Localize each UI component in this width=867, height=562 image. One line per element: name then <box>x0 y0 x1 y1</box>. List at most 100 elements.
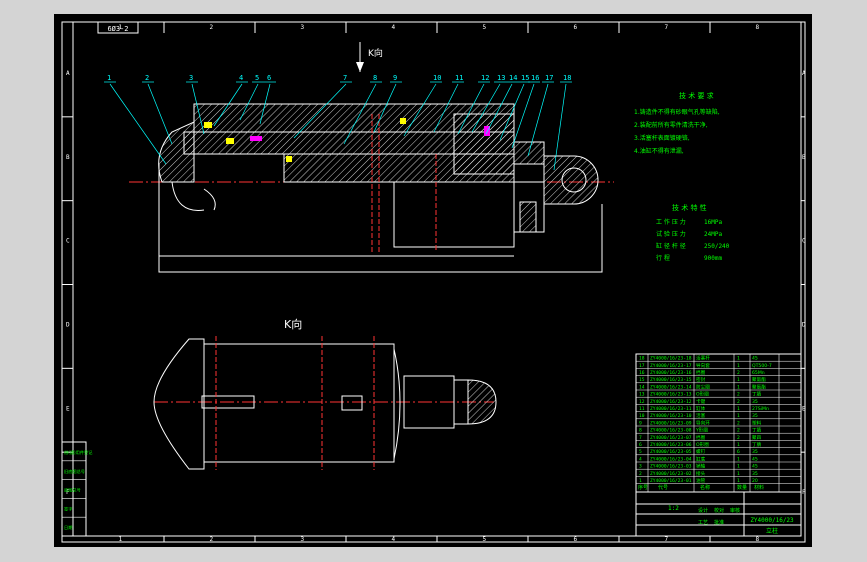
border-label-right: A <box>802 70 806 77</box>
record-label: 底图总号 <box>64 487 81 494</box>
bom-qty: 1 <box>737 471 740 477</box>
border-label-left: B <box>66 154 70 161</box>
balloon-number: 1 <box>107 74 111 82</box>
balloon-number: 17 <box>545 74 553 82</box>
record-label: 签字 <box>64 505 72 511</box>
bom-item-no: 2 <box>639 471 642 477</box>
bom-item-no: 11 <box>639 406 645 412</box>
corner-code: 6Ø3-2 <box>107 25 128 33</box>
bom-item-no: 3 <box>639 464 642 470</box>
bom-qty: 1 <box>737 478 740 484</box>
border-label-top: 5 <box>483 24 487 31</box>
bom-qty: 1 <box>737 406 740 412</box>
bom-header: 数量 <box>737 484 747 491</box>
bom-item-no: 18 <box>639 356 645 362</box>
bom-item-no: 4 <box>639 456 642 462</box>
spec-label: 试 验 压 力 <box>656 230 686 238</box>
border-label-right: C <box>802 238 806 245</box>
part-name: 立柱 <box>766 527 778 535</box>
k-port-block <box>341 395 363 411</box>
bom-code: ZY4000/16/23-13 <box>650 392 692 398</box>
balloon-number: 14 <box>509 74 517 82</box>
balloon-leader <box>109 83 167 165</box>
bom-name: 油管 <box>696 477 706 484</box>
spec-value: 24MPa <box>704 231 722 238</box>
title-row-label: 工艺 <box>698 520 708 526</box>
bom-name: 缸底 <box>696 455 706 462</box>
border-label-left: F <box>66 489 70 496</box>
gland <box>453 113 515 175</box>
base-hook <box>171 181 205 211</box>
bom-material: 20 <box>752 478 758 484</box>
border-label-bottom: 2 <box>210 536 214 543</box>
record-label: 借(通)用件登记 <box>64 449 93 456</box>
balloon-number: 11 <box>455 74 463 82</box>
border-label-left: C <box>66 238 70 245</box>
tech-req-line: 2.装配前所有零件清洗干净, <box>634 121 708 129</box>
bom-name: 导向环 <box>696 419 710 426</box>
tech-req-line: 1.铸造件不得有砂眼气孔等缺陷, <box>634 108 720 116</box>
title-row-label: 校对 <box>714 507 724 514</box>
balloon-number: 5 <box>255 74 259 82</box>
bom-name: 接头 <box>696 470 706 477</box>
clevis-pin-hole <box>561 167 587 193</box>
bom-item-no: 10 <box>639 413 645 419</box>
bom-code: ZY4000/16/23-01 <box>650 478 692 484</box>
bom-code: ZY4000/16/23-14 <box>650 384 692 390</box>
spec-label: 缸 径 杆 径 <box>656 242 686 250</box>
record-label: 日期 <box>64 525 72 531</box>
bom-code: ZY4000/16/23-18 <box>650 356 692 362</box>
bom-material: QT500-7 <box>752 363 772 369</box>
balloon-number: 15 <box>521 74 529 82</box>
border-label-top: 7 <box>665 24 669 31</box>
bom-name: 卡键 <box>696 398 706 405</box>
bom-item-no: 6 <box>639 442 642 448</box>
valve-block <box>519 201 537 233</box>
border-label-bottom: 8 <box>756 536 760 543</box>
border-label-bottom: 1 <box>119 536 123 543</box>
bom-item-no: 5 <box>639 449 642 455</box>
balloon-leader <box>527 83 549 157</box>
tech-req-title: 技 术 要 求 <box>679 91 714 100</box>
bom-qty: 2 <box>737 420 740 426</box>
balloon-number: 6 <box>267 74 271 82</box>
bom-name: Y形圈 <box>695 427 708 434</box>
border-label-top: 1 <box>119 24 123 31</box>
bom-qty: 1 <box>737 356 740 362</box>
balloon-leader <box>373 83 397 133</box>
k-base-end <box>153 338 205 470</box>
border-label-bottom: 7 <box>665 536 669 543</box>
balloon-leader <box>511 83 535 149</box>
border-label-bottom: 3 <box>301 536 305 543</box>
bom-item-no: 1 <box>639 478 642 484</box>
bom-name: 销轴 <box>696 463 706 470</box>
balloon-number: 3 <box>189 74 193 82</box>
base-hook-inner <box>203 188 216 211</box>
balloon-leader <box>343 83 377 145</box>
bom-code: ZY4000/16/23-03 <box>650 464 692 470</box>
border-label-top: 3 <box>301 24 305 31</box>
balloon-number: 9 <box>393 74 397 82</box>
border-label-left: D <box>66 321 70 328</box>
bom-item-no: 14 <box>639 384 645 390</box>
k-clevis <box>467 379 497 425</box>
outer-tube <box>393 181 515 248</box>
bom-code: ZY4000/16/23-08 <box>650 428 692 434</box>
bom-material: 35 <box>752 399 758 405</box>
border-label-left: A <box>66 70 70 77</box>
bom-code: ZY4000/16/23-16 <box>650 370 692 376</box>
balloon-number: 10 <box>433 74 441 82</box>
border-label-right: D <box>802 321 806 328</box>
bom-code: ZY4000/16/23-05 <box>650 449 692 455</box>
record-label: 旧底图总号 <box>64 468 85 475</box>
bom-material: 35 <box>752 449 758 455</box>
bom-header: 序号 <box>638 484 648 491</box>
balloon-leader <box>433 83 459 133</box>
bom-qty: 2 <box>737 435 740 441</box>
border-label-right: F <box>802 489 806 496</box>
tech-req-line: 3.活塞杆表面镀硬铬, <box>634 134 690 142</box>
bom-name: 活塞 <box>696 412 706 419</box>
bom-material: 聚氨酯 <box>752 383 766 390</box>
